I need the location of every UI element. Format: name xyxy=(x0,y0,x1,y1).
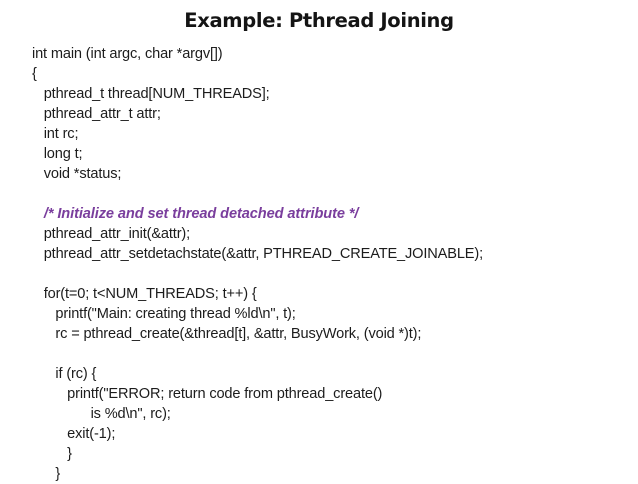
code-line: int main (int argc, char *argv[]) xyxy=(32,46,223,62)
code-line: void *status; xyxy=(32,166,122,182)
code-line: } xyxy=(32,466,61,482)
code-line: } xyxy=(32,446,72,462)
code-line: rc = pthread_create(&thread[t], &attr, B… xyxy=(32,326,422,342)
code-line: is %d\n", rc); xyxy=(32,406,171,422)
code-line: exit(-1); xyxy=(32,426,116,442)
code-line: pthread_attr_t attr; xyxy=(32,106,161,122)
code-line: int rc; xyxy=(32,126,79,142)
code-line: pthread_attr_setdetachstate(&attr, PTHRE… xyxy=(32,246,483,262)
code-line xyxy=(32,344,622,364)
code-line: pthread_attr_init(&attr); xyxy=(32,226,191,242)
code-line: if (rc) { xyxy=(32,366,97,382)
code-line: long t; xyxy=(32,146,83,162)
code-line: printf("Main: creating thread %ld\n", t)… xyxy=(32,306,296,322)
page-title: Example: Pthread Joining xyxy=(184,9,454,32)
code-line: printf("ERROR; return code from pthread_… xyxy=(32,386,383,402)
code-block: int main (int argc, char *argv[]) { pthre… xyxy=(32,44,622,484)
code-line: for(t=0; t<NUM_THREADS; t++) { xyxy=(32,286,257,302)
code-comment-line: /* Initialize and set thread detached at… xyxy=(32,206,359,222)
code-line xyxy=(32,264,622,284)
code-line: { xyxy=(32,66,37,82)
code-line xyxy=(32,184,622,204)
code-line: pthread_t thread[NUM_THREADS]; xyxy=(32,86,270,102)
